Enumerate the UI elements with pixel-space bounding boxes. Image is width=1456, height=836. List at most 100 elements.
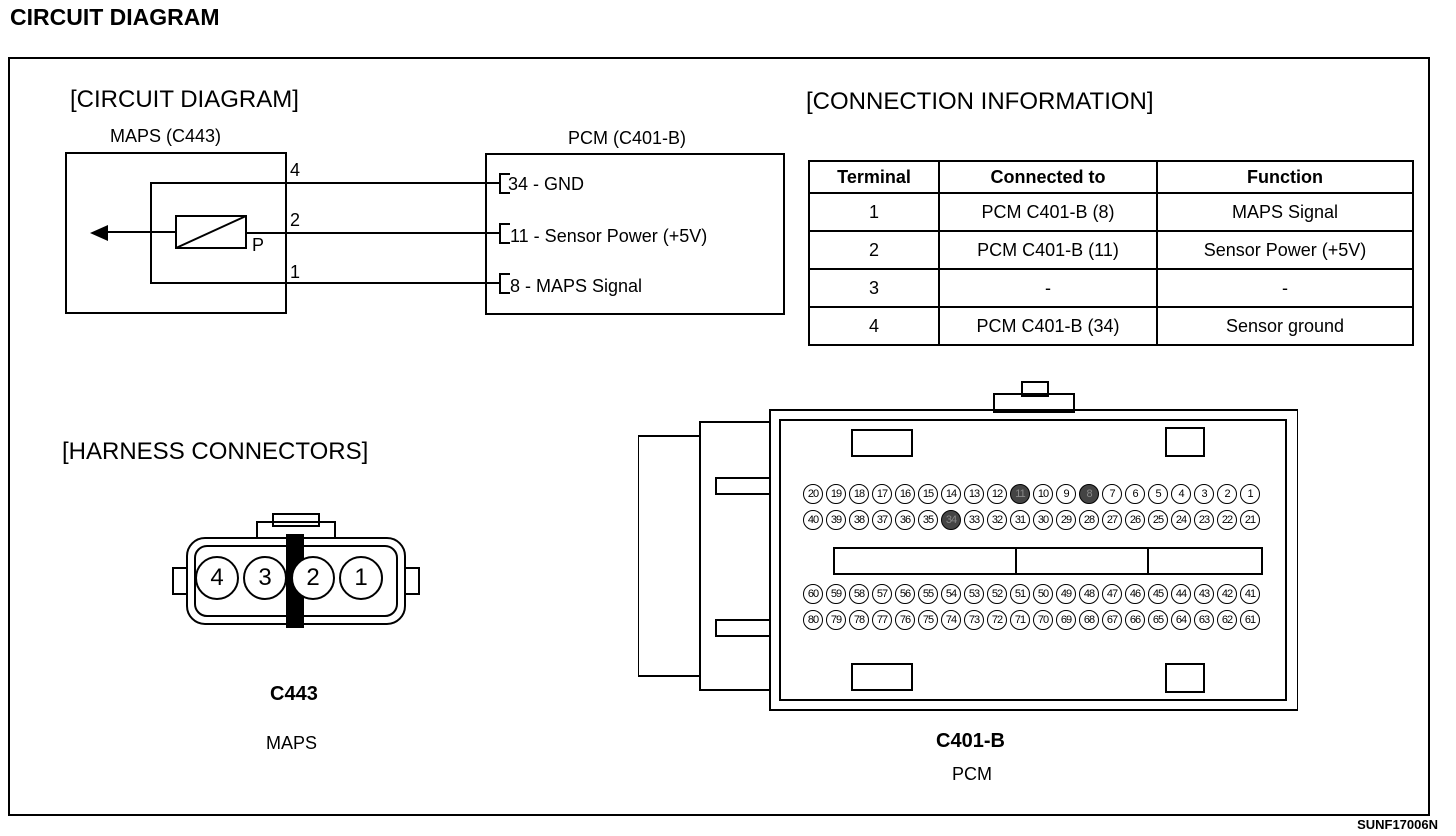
table-cell: 3 [808, 268, 940, 308]
section-connection-heading: [CONNECTION INFORMATION] [806, 88, 1154, 115]
pcm-pin-bracket-8 [499, 273, 510, 294]
c401b-guide [851, 663, 913, 691]
table-cell: - [1156, 268, 1414, 308]
table-cell: Sensor ground [1156, 306, 1414, 346]
c401b-pin: 51 [1010, 584, 1030, 604]
c401b-pin: 67 [1102, 610, 1122, 630]
pcm-box-label: PCM (C401-B) [568, 128, 687, 148]
c401b-pin: 14 [941, 484, 961, 504]
c401b-pin: 49 [1056, 584, 1076, 604]
c401b-pin: 73 [964, 610, 984, 630]
c401b-housing-inner [779, 419, 1287, 701]
c401b-pin: 55 [918, 584, 938, 604]
c401b-pin: 32 [987, 510, 1007, 530]
c401b-pin: 38 [849, 510, 869, 530]
c401b-lock-tab [1165, 427, 1205, 457]
c401b-pin: 12 [987, 484, 1007, 504]
c401b-pin: 27 [1102, 510, 1122, 530]
c401b-pin: 80 [803, 610, 823, 630]
figure-code: SUNF17006N [1357, 817, 1438, 832]
c401b-pin: 69 [1056, 610, 1076, 630]
c401b-pin: 79 [826, 610, 846, 630]
c401b-lock-tab [1165, 663, 1205, 693]
c401b-pin: 10 [1033, 484, 1053, 504]
c401b-pin: 46 [1125, 584, 1145, 604]
c401b-pin: 45 [1148, 584, 1168, 604]
c401b-pin: 4 [1171, 484, 1191, 504]
maps-pin-label: 2 [290, 210, 301, 230]
c401b-pin: 71 [1010, 610, 1030, 630]
c401b-pin: 34 [941, 510, 961, 530]
c401b-pin: 8 [1079, 484, 1099, 504]
table-cell: 4 [808, 306, 940, 346]
c401b-pin: 30 [1033, 510, 1053, 530]
table-cell: 2 [808, 230, 940, 270]
maps-pin-label: 1 [290, 262, 301, 282]
c443-description: MAPS [266, 733, 318, 753]
c401b-pin: 75 [918, 610, 938, 630]
pcm-pin-bracket-11 [499, 223, 510, 244]
sensor-symbol-label: P [252, 235, 265, 255]
c401b-connector [638, 381, 1298, 711]
c401b-pin: 11 [1010, 484, 1030, 504]
c401b-pin: 63 [1194, 610, 1214, 630]
c401b-name: C401-B [936, 730, 1005, 752]
table-row: 2 PCM C401-B (11) Sensor Power (+5V) [808, 230, 1414, 270]
maps-pin-label: 4 [290, 160, 301, 180]
table-header-row: Terminal Connected to Function [808, 160, 1414, 194]
c401b-pin: 60 [803, 584, 823, 604]
c401b-pin: 6 [1125, 484, 1145, 504]
section-circuit-heading: [CIRCUIT DIAGRAM] [70, 86, 299, 113]
c401b-pin: 74 [941, 610, 961, 630]
c401b-pin: 5 [1148, 484, 1168, 504]
c443-side-tab [404, 567, 420, 595]
c401b-pin: 20 [803, 484, 823, 504]
c401b-pin: 66 [1125, 610, 1145, 630]
c401b-pin: 15 [918, 484, 938, 504]
table-row: 3 - - [808, 268, 1414, 308]
c443-side-tab [172, 567, 188, 595]
c443-latch-top [272, 513, 320, 527]
c401b-pin: 25 [1148, 510, 1168, 530]
c401b-pin: 16 [895, 484, 915, 504]
page-title: CIRCUIT DIAGRAM [10, 4, 220, 30]
table-row: 4 PCM C401-B (34) Sensor ground [808, 306, 1414, 346]
table-cell: PCM C401-B (11) [938, 230, 1158, 270]
c401b-guide [851, 429, 913, 457]
c401b-pin: 70 [1033, 610, 1053, 630]
table-cell: PCM C401-B (8) [938, 192, 1158, 232]
table-cell: MAPS Signal [1156, 192, 1414, 232]
c401b-pin: 17 [872, 484, 892, 504]
c401b-pin: 72 [987, 610, 1007, 630]
c401b-pin: 64 [1171, 610, 1191, 630]
table-header: Connected to [938, 160, 1158, 194]
c443-pin: 2 [291, 556, 335, 600]
c401b-pin: 58 [849, 584, 869, 604]
table-cell: Sensor Power (+5V) [1156, 230, 1414, 270]
c401b-housing [769, 409, 1298, 711]
c401b-pin: 47 [1102, 584, 1122, 604]
c401b-pin: 37 [872, 510, 892, 530]
c401b-pin: 39 [826, 510, 846, 530]
c401b-pin: 35 [918, 510, 938, 530]
c401b-pin: 54 [941, 584, 961, 604]
c401b-pin: 62 [1217, 610, 1237, 630]
c401b-pin: 24 [1171, 510, 1191, 530]
c401b-pin: 40 [803, 510, 823, 530]
c401b-pin: 44 [1171, 584, 1191, 604]
arrow-head-icon [90, 225, 108, 241]
c401b-pin: 13 [964, 484, 984, 504]
c401b-pin: 33 [964, 510, 984, 530]
c401b-description: PCM [952, 764, 992, 784]
pcm-pin-bracket-34 [499, 173, 510, 194]
c401b-pin: 59 [826, 584, 846, 604]
c401b-pin: 1 [1240, 484, 1260, 504]
c401b-pin: 7 [1102, 484, 1122, 504]
c401b-pin: 50 [1033, 584, 1053, 604]
c401b-pin: 65 [1148, 610, 1168, 630]
connection-table: Terminal Connected to Function 1 PCM C40… [808, 160, 1414, 346]
c401b-pin: 31 [1010, 510, 1030, 530]
pcm-pin-label: 8 - MAPS Signal [510, 276, 643, 296]
